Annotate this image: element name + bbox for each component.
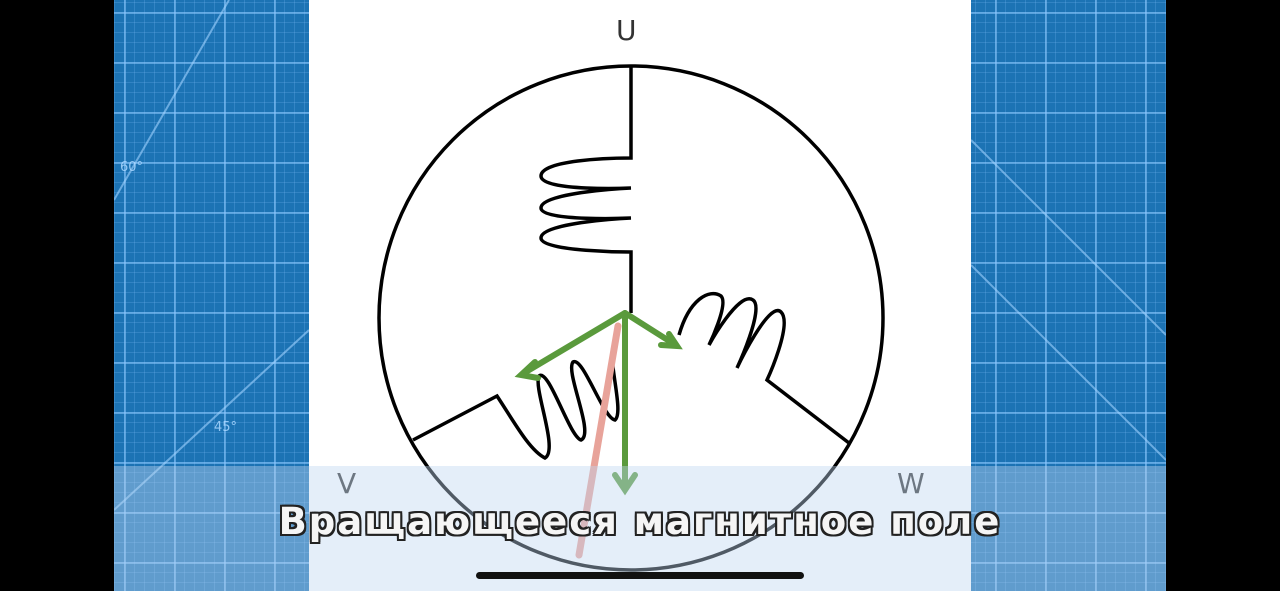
mat-diagonal-lines	[114, 0, 309, 511]
home-indicator[interactable]	[476, 572, 804, 579]
coil-v	[412, 342, 620, 460]
mat-angle-label: 45°	[214, 420, 238, 435]
resultant-field-arrow	[575, 322, 622, 559]
letterbox-left	[0, 0, 114, 591]
mat-diagonal-lines	[971, 139, 1166, 461]
phase-label-u: U	[616, 14, 637, 47]
coil-u	[539, 66, 633, 313]
cutting-mat-right	[971, 0, 1166, 591]
phase-label-w: W	[897, 467, 925, 500]
subtitle-caption: Вращающееся магнитное поле	[278, 500, 1002, 543]
mat-angle-label: 60°	[120, 160, 144, 175]
three-phase-winding-diagram: U V W	[309, 0, 971, 591]
coil-w	[677, 291, 851, 445]
letterbox-right	[1166, 0, 1280, 591]
phase-label-v: V	[337, 467, 356, 500]
cutting-mat-left: 60° 45°	[114, 0, 309, 591]
field-vector-arrows	[514, 310, 683, 496]
caption-overlay	[114, 466, 1166, 591]
